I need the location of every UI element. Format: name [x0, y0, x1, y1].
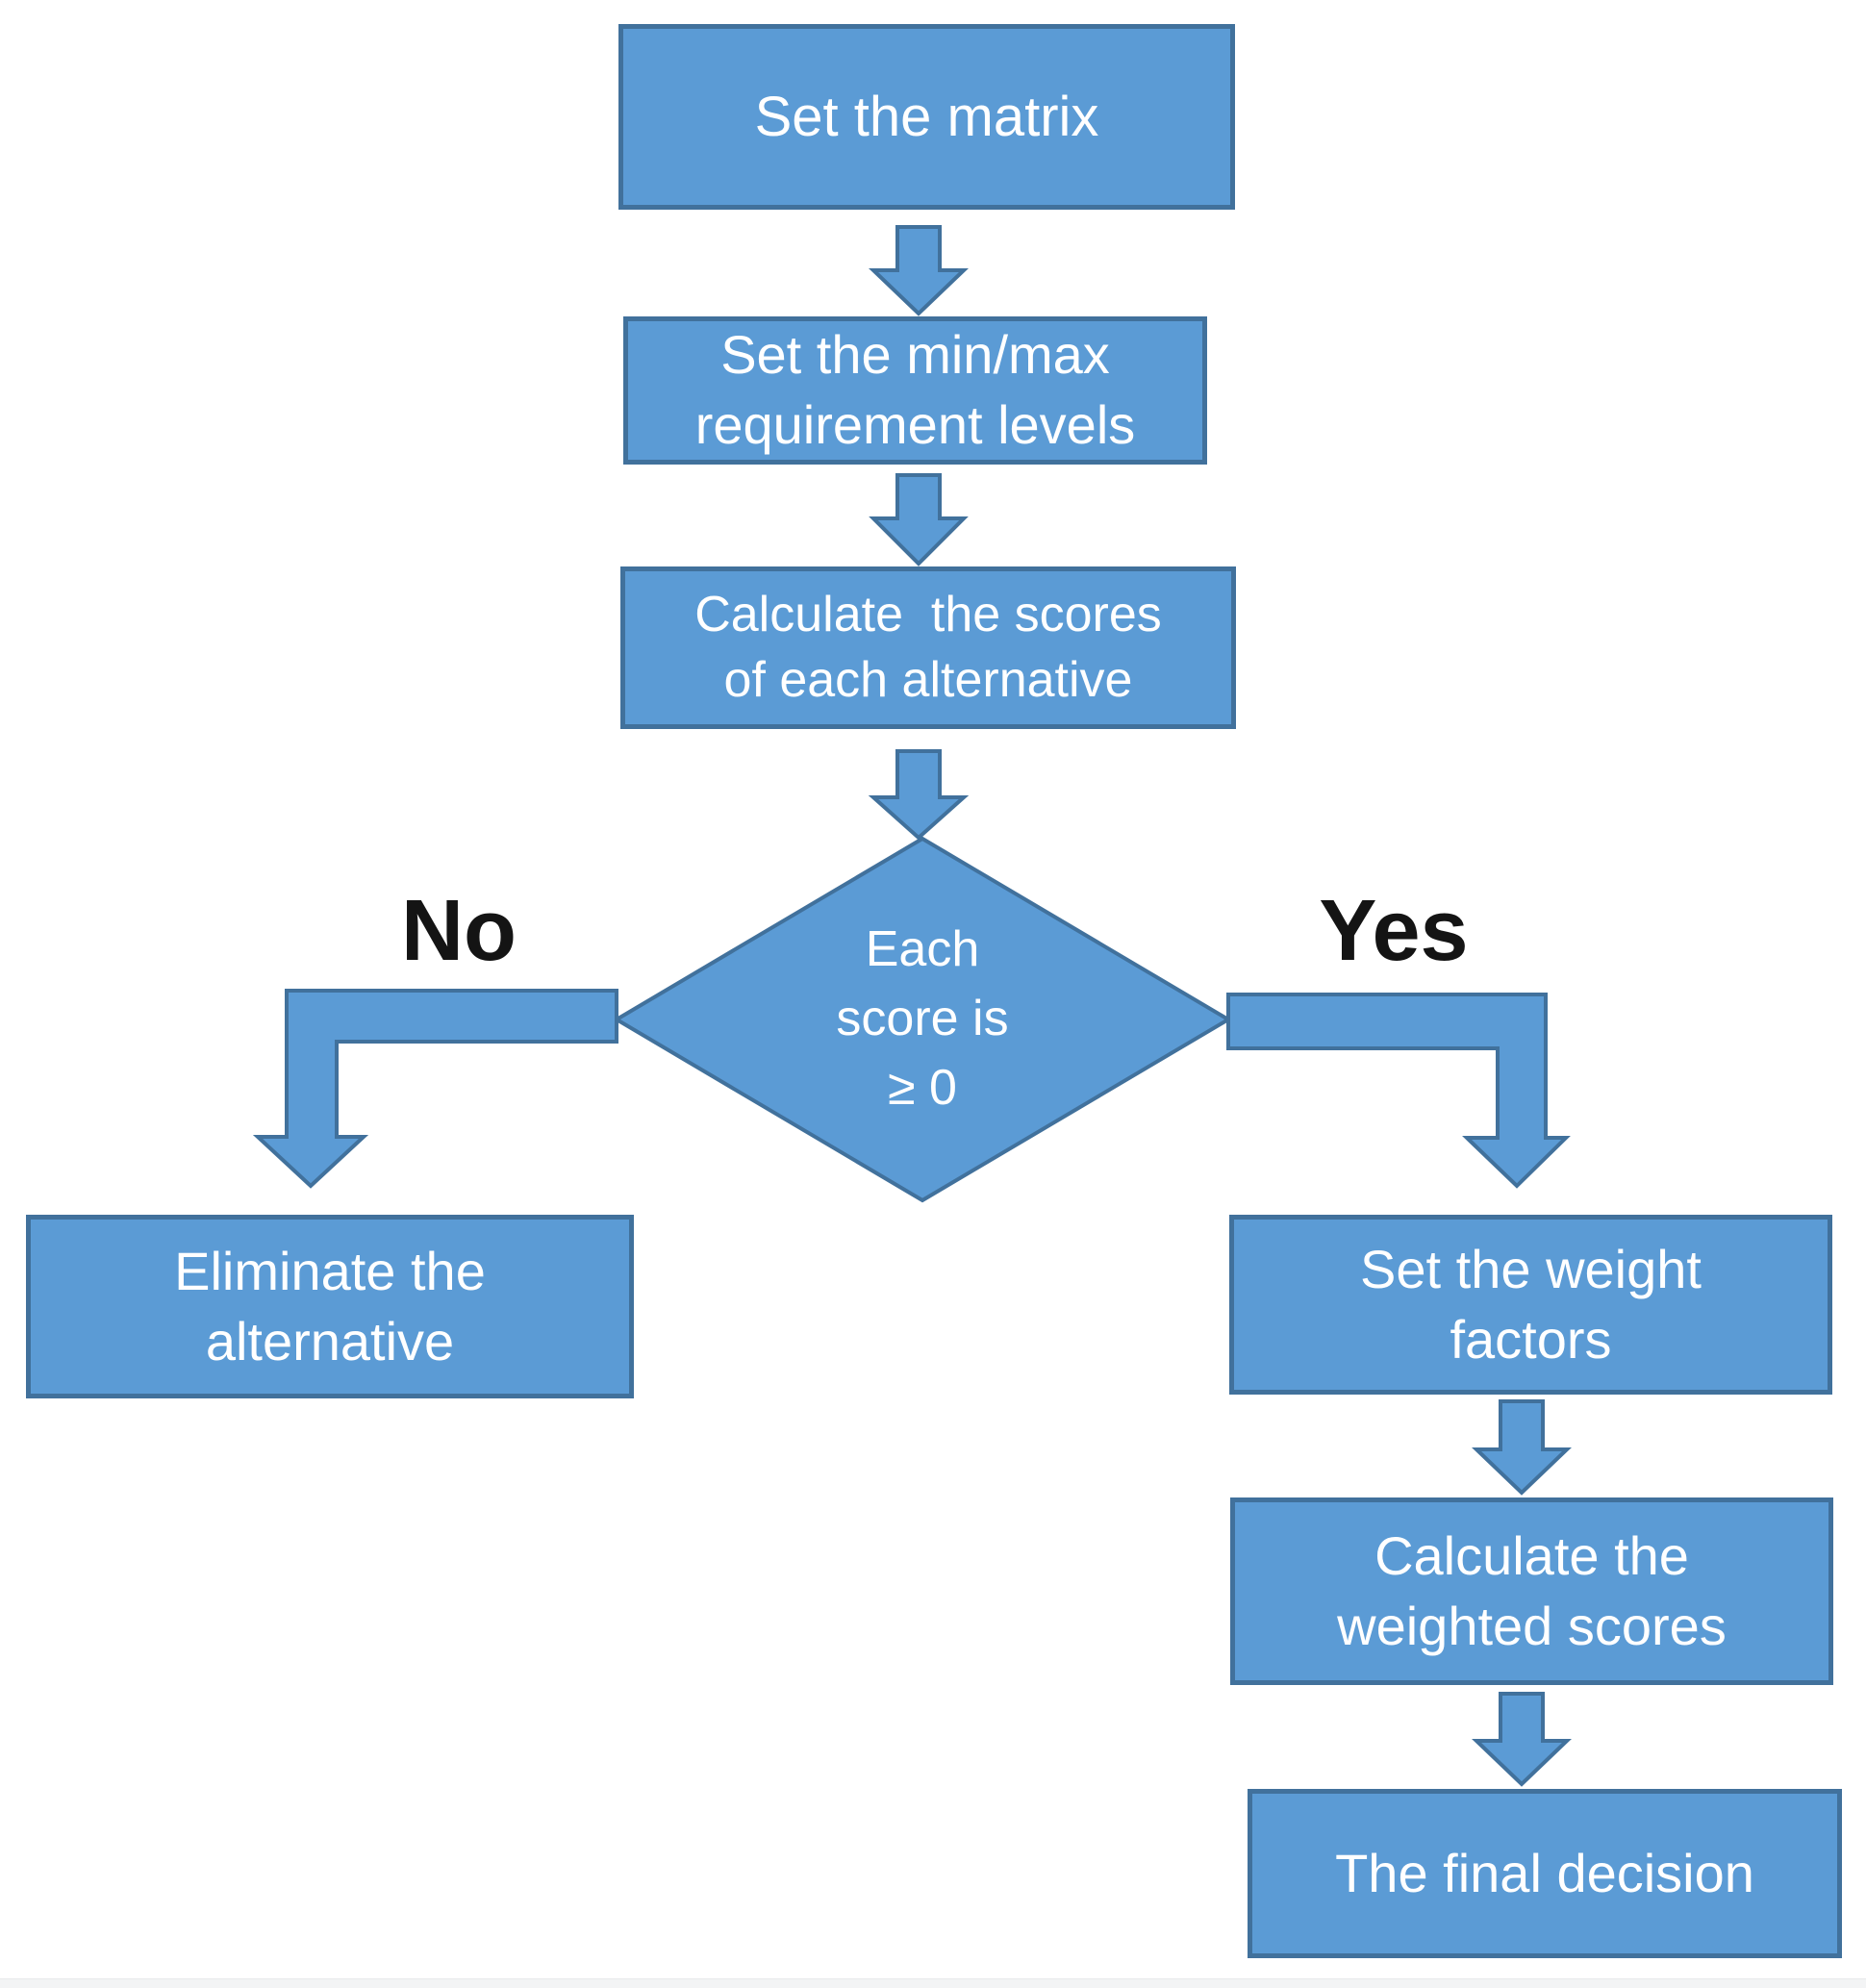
node-label: factors [1450, 1308, 1612, 1370]
node-label: alternative [205, 1310, 455, 1371]
node-label: Set the matrix [754, 85, 1099, 148]
node-label: Eliminate the [174, 1240, 486, 1301]
node-label: requirement levels [694, 394, 1136, 455]
node-set-minmax-levels: Set the min/max requirement levels [623, 316, 1207, 465]
node-label: of each alternative [723, 651, 1133, 708]
arrow-down-icon [869, 225, 969, 316]
node-label: The final decision [1335, 1842, 1754, 1903]
page-bottom-strip [0, 1978, 1866, 1988]
node-decision-each-score: Each score is ≥ 0 [730, 916, 1115, 1123]
node-set-matrix: Set the matrix [618, 24, 1235, 210]
node-label: score is [836, 991, 1009, 1047]
branch-label-yes: Yes [1319, 883, 1469, 979]
elbow-arrow-left-icon [252, 989, 618, 1189]
node-calculate-scores: Calculate the scores of each alternative [620, 566, 1236, 729]
node-label: Set the weight [1360, 1238, 1702, 1299]
node-eliminate-alternative: Eliminate the alternative [26, 1215, 634, 1398]
node-label: ≥ 0 [888, 1059, 957, 1116]
elbow-arrow-right-icon [1226, 993, 1571, 1189]
node-label: Calculate the scores [694, 586, 1162, 642]
node-set-weight-factors: Set the weight factors [1229, 1215, 1832, 1395]
branch-label-no: No [401, 883, 517, 979]
node-label: Set the min/max [720, 324, 1110, 386]
node-label: Each [865, 921, 980, 978]
arrow-down-icon [869, 473, 969, 566]
node-final-decision: The final decision [1248, 1789, 1842, 1958]
decision-diamond-shape [613, 836, 1232, 1203]
arrow-down-icon [1472, 1399, 1572, 1496]
arrow-down-icon [1472, 1692, 1572, 1787]
arrow-down-icon [868, 749, 970, 841]
node-label: Calculate the [1374, 1524, 1689, 1586]
node-label: weighted scores [1337, 1595, 1727, 1656]
node-calculate-weighted-scores: Calculate the weighted scores [1230, 1497, 1833, 1685]
